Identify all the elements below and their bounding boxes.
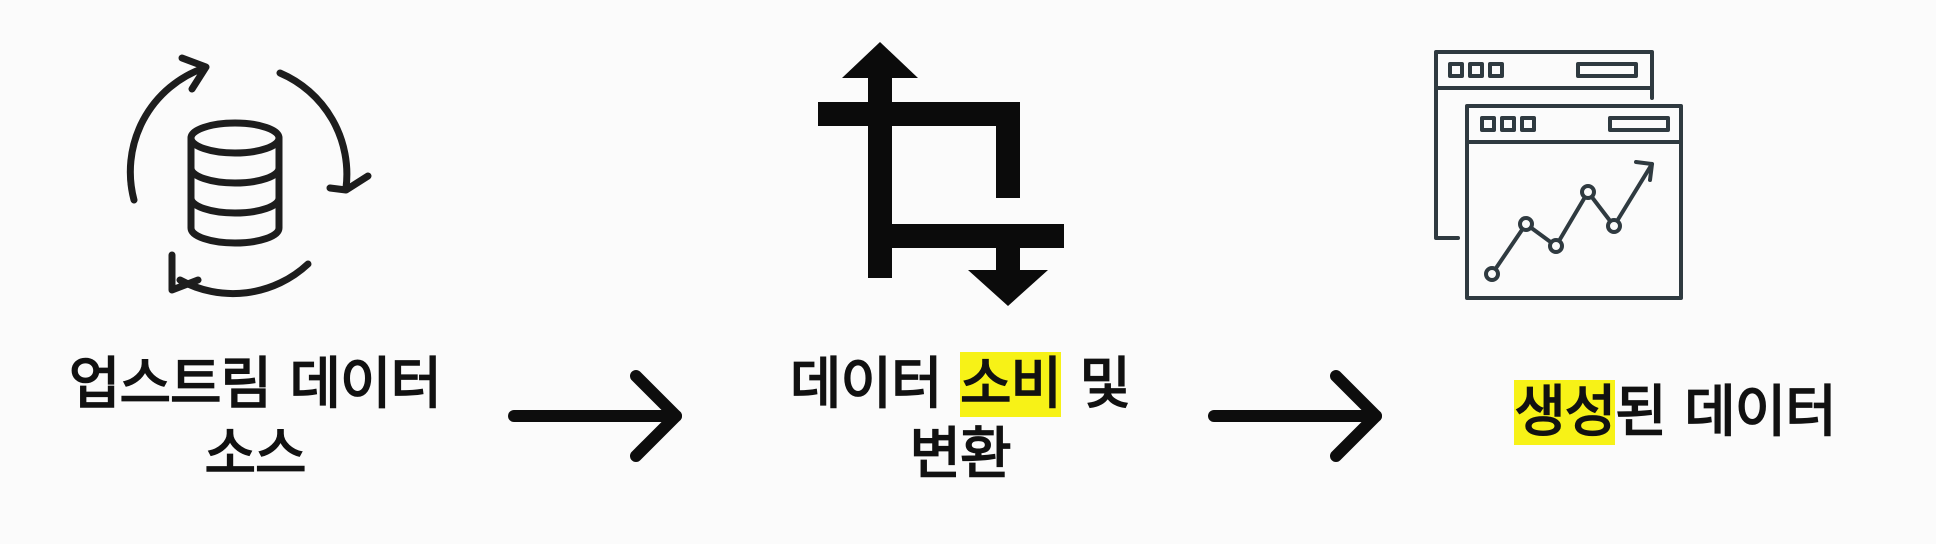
node-label-generated-data: 생성된 데이터 (1460, 378, 1890, 448)
right-arrow-icon (1208, 370, 1382, 462)
node-label-line: 데이터 소비 및 (740, 350, 1180, 420)
node-label-line: 변환 (909, 422, 1011, 487)
node-label-upstream-source: 업스트림 데이터 소스 (40, 350, 470, 490)
node-label-line: 생성된 데이터 (1460, 378, 1890, 448)
node-label-text: 데이터 (789, 352, 960, 417)
node-label-text: 된 데이터 (1615, 380, 1837, 445)
node-label-text: 및 (1061, 352, 1132, 417)
transform-arrows-icon (818, 42, 1064, 306)
node-label-line: 업스트림 데이터 (68, 352, 442, 417)
dashboard-windows-icon (1434, 50, 1683, 300)
right-arrow-icon (508, 370, 682, 462)
node-label-consume-transform: 데이터 소비 및 변환 (740, 350, 1180, 490)
node-label-highlight: 생성 (1514, 380, 1616, 445)
database-sync-icon (126, 54, 372, 298)
node-label-highlight: 소비 (959, 352, 1062, 417)
node-label-line: 소스 (204, 422, 306, 487)
